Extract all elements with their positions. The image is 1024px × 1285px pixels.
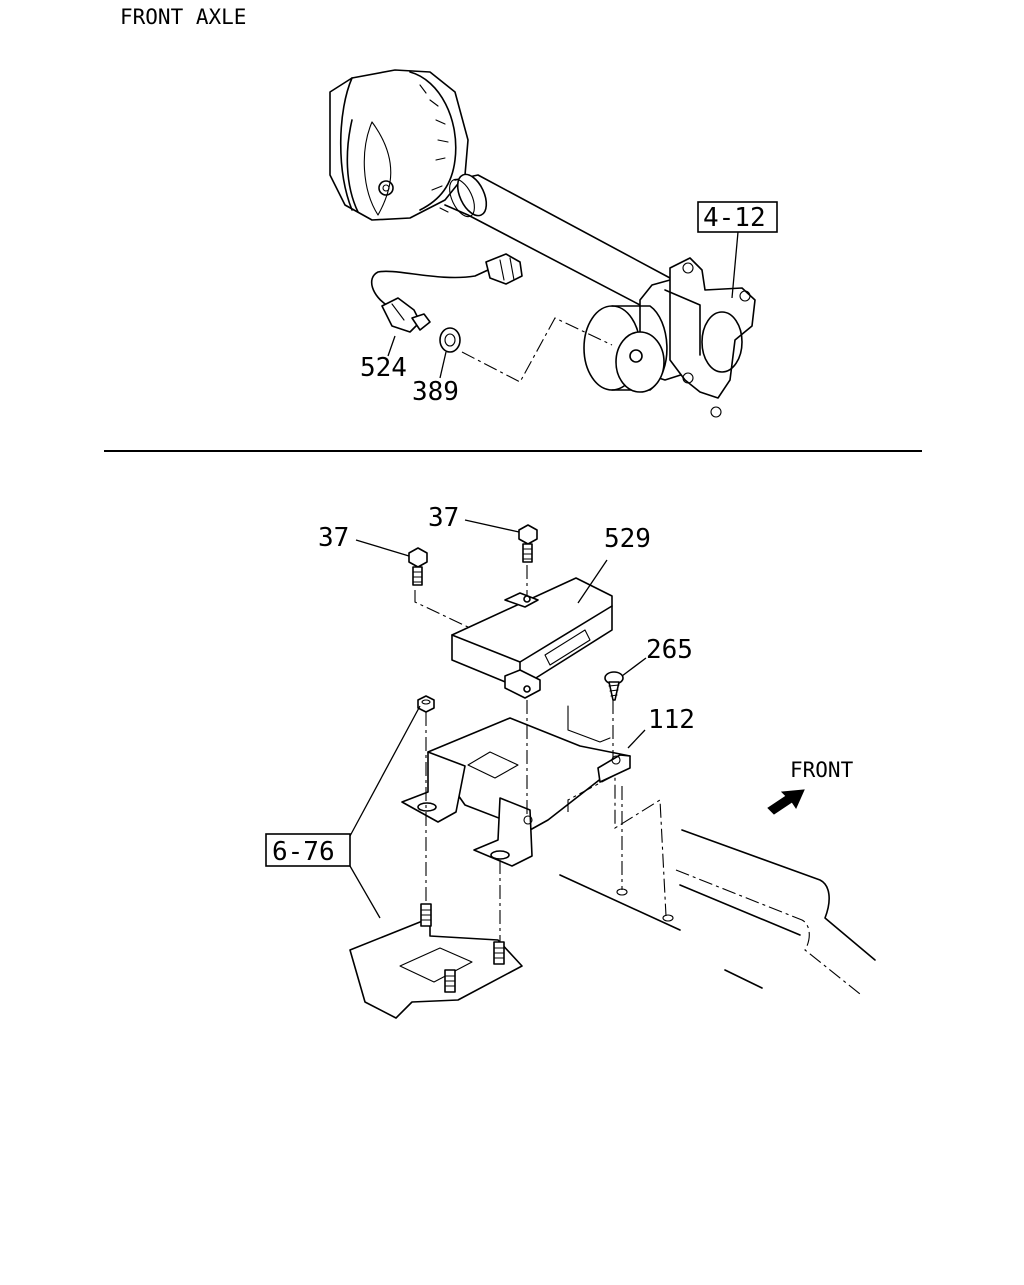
- front-label: FRONT: [790, 758, 854, 782]
- assembly-line-bolt-left: [414, 590, 471, 629]
- callout-112: 112: [648, 705, 695, 735]
- assembly-line-upper: [461, 317, 613, 383]
- leader-524: [387, 335, 396, 357]
- leader-37-left: [355, 539, 410, 557]
- ref-box-4-12: [697, 201, 778, 233]
- leader-37-upper: [464, 519, 520, 533]
- callout-265: 265: [646, 635, 693, 665]
- assembly-line-frame: [567, 774, 667, 917]
- ref-box-6-76: [265, 833, 351, 867]
- callout-37-upper: 37: [428, 503, 459, 533]
- bracket-112: [401, 705, 631, 867]
- leader-389: [439, 351, 447, 379]
- callout-389: 389: [412, 377, 459, 407]
- leader-6-76-upper: [349, 705, 421, 837]
- frame-rail: [559, 829, 876, 995]
- bolt-37-left: [408, 547, 428, 586]
- callout-6-76: 6-76: [272, 837, 335, 867]
- leader-265: [621, 657, 647, 677]
- control-unit-529: [451, 577, 613, 699]
- base-plate: [349, 903, 523, 1019]
- washer-389: [439, 327, 461, 353]
- front-axle-assembly: [329, 69, 756, 418]
- diagram-title: FRONT AXLE: [120, 5, 246, 29]
- leader-6-76-lower: [349, 865, 381, 919]
- callout-37-left: 37: [318, 523, 349, 553]
- nut-6-76: [417, 695, 435, 713]
- speed-sensor-524: [370, 253, 523, 333]
- screw-265: [604, 671, 624, 701]
- leader-112: [627, 729, 646, 749]
- leader-529: [577, 559, 608, 604]
- front-arrow-icon: [767, 789, 805, 815]
- callout-529: 529: [604, 524, 651, 554]
- bolt-37-upper: [518, 524, 538, 563]
- callout-4-12: 4-12: [703, 203, 766, 233]
- leader-4-12: [731, 231, 739, 299]
- callout-524: 524: [360, 353, 407, 383]
